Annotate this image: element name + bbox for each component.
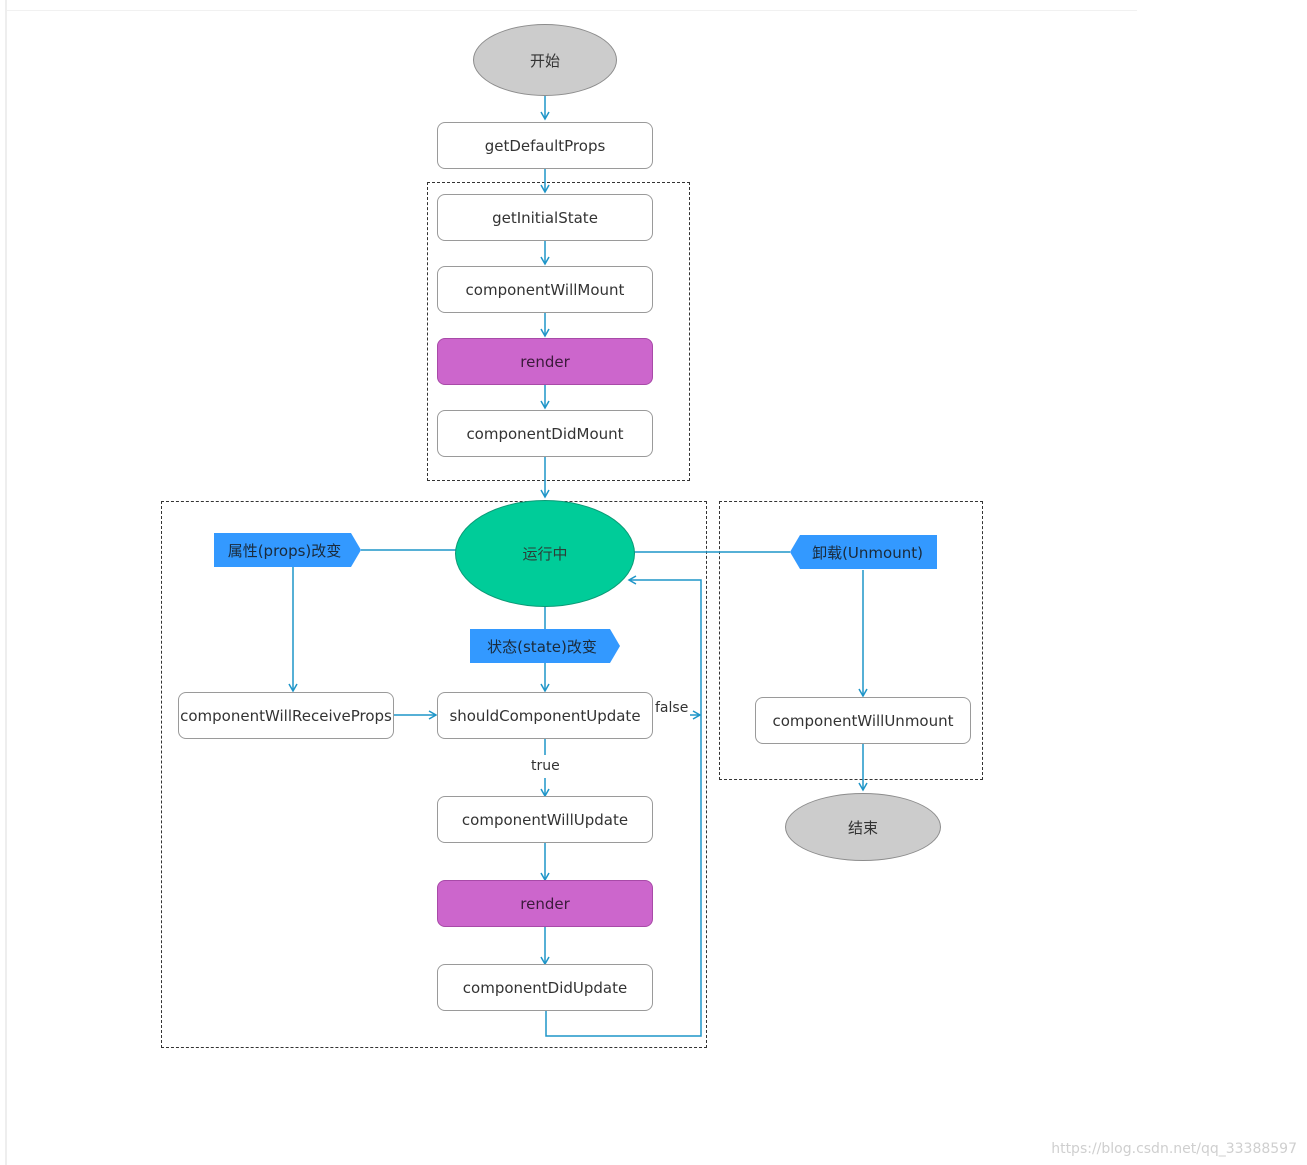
get-default-props-node: getDefaultProps [437,122,653,169]
component-will-mount-node: componentWillMount [437,266,653,313]
render-mount-node: render [437,338,653,385]
arrow-did-update-loop-to-running [545,575,702,1037]
unmount-phase-group [719,501,983,780]
component-will-unmount-node: componentWillUnmount [755,697,971,744]
true-edge-label: true [529,758,562,774]
unmount-tag: 卸载(Unmount) [790,535,937,569]
update-phase-group [161,501,707,1048]
should-component-update-node: shouldComponentUpdate [437,692,653,739]
render-update-node: render [437,880,653,927]
component-did-mount-node: componentDidMount [437,410,653,457]
state-change-tag: 状态(state)改变 [470,629,620,663]
end-node: 结束 [785,793,941,861]
component-will-update-node: componentWillUpdate [437,796,653,843]
component-did-update-node: componentDidUpdate [437,964,653,1011]
start-node: 开始 [473,24,617,96]
component-will-receive-props-node: componentWillReceiveProps [178,692,394,739]
mount-phase-group [427,182,690,481]
running-node: 运行中 [455,500,635,607]
get-initial-state-node: getInitialState [437,194,653,241]
page-left-border [5,0,7,1165]
props-change-tag: 属性(props)改变 [214,533,361,567]
page-top-border [7,10,1137,11]
watermark-text: https://blog.csdn.net/qq_33388597 [1051,1141,1297,1157]
false-edge-label: false [653,700,691,716]
